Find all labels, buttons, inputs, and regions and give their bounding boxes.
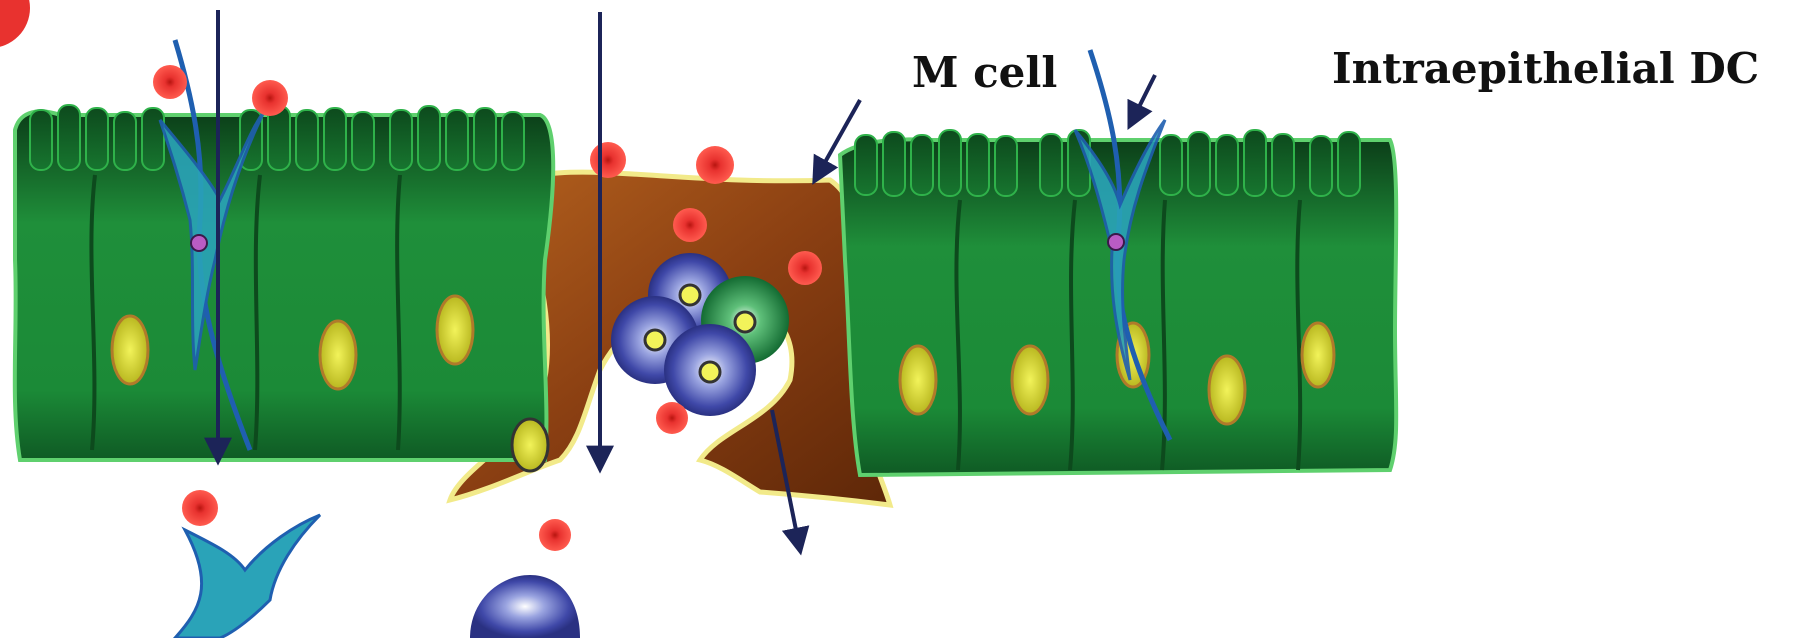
dendritic-cell-sub: [175, 515, 320, 638]
m-cell-label: M cell: [912, 52, 1057, 94]
lymphocyte-bottom: [470, 575, 580, 638]
corner-badge: [0, 0, 30, 48]
epithelium-left: [15, 105, 553, 460]
m-cell-nucleus: [512, 419, 548, 471]
intraepithelial-dc-label: Intraepithelial DC: [1332, 48, 1759, 90]
arrow-to-dc: [1130, 75, 1155, 125]
